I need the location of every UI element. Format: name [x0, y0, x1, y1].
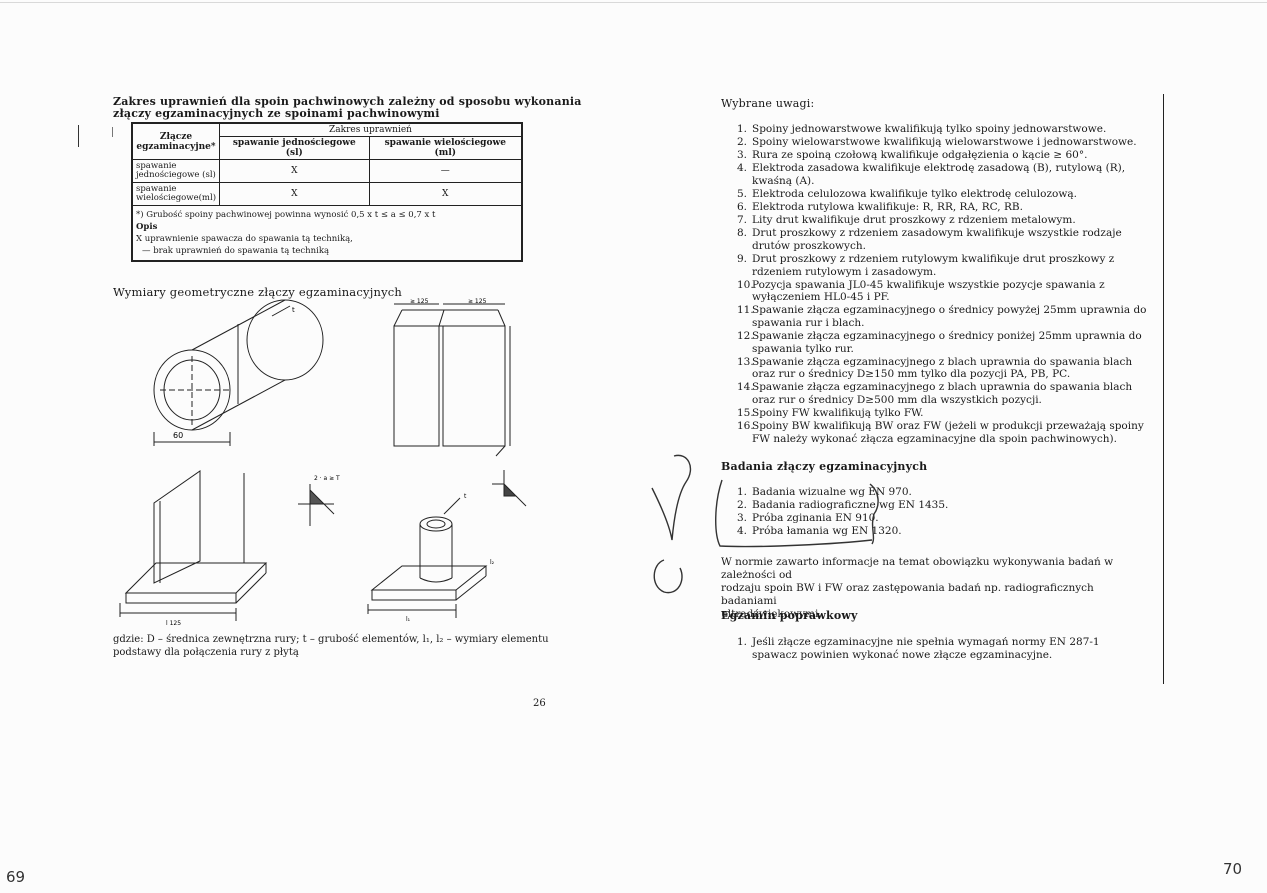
table-header-range: Zakres uprawnień: [219, 123, 522, 137]
legend-title: Opis: [136, 222, 158, 232]
list-item: 9.Drut proszkowy z rdzeniem rutylowym kw…: [737, 252, 1115, 278]
list-item: 13.Spawanie złącza egzaminacyjnego z bla…: [737, 355, 1133, 381]
list-item: 1.Badania wizualne wg EN 970.: [737, 486, 912, 498]
norm-paragraph: W normie zawarto informacje na temat obo…: [721, 556, 1151, 621]
pipe-plate-joint-figure: t l₁ l₂: [366, 493, 495, 623]
retake-list: 1.Jeśli złącze egzaminacyjne nie spełnia…: [737, 636, 1117, 662]
table-header-ml: spawanie wielościegowe (ml): [368, 136, 523, 160]
tests-heading: Badania złączy egzaminacyjnych: [721, 460, 928, 473]
list-item: 3.Próba zginania EN 910.: [737, 512, 879, 525]
remarks-list: 1.Spoiny jednowarstwowe kwalifikują tylk…: [737, 123, 1157, 446]
figure-caption: gdzie: D – średnica zewnętrzna rury; t –…: [113, 633, 549, 659]
list-item: 2.Badania radiograficzne wg EN 1435.: [737, 499, 949, 512]
list-item: 2.Spoiny wielowarstwowe kwalifikują wiel…: [737, 136, 1137, 149]
dim-label-l2: l₂: [490, 559, 495, 566]
dim-label-throat: 2 · a ≥ T: [314, 475, 340, 482]
list-item: 4.Elektroda zasadowa kwalifikuje elektro…: [737, 162, 1126, 187]
figures-heading: Wymiary geometryczne złączy egzaminacyjn…: [113, 285, 403, 299]
dim-label-l125: l 125: [166, 620, 181, 627]
cell-sl: X: [219, 159, 370, 183]
list-item: 14.Spawanie złącza egzaminacyjnego z bla…: [737, 381, 1133, 406]
table-row: spawanie jednościegowe (sl) X —: [131, 159, 523, 183]
row-label: spawanie wielościegowe(ml): [131, 182, 221, 206]
list-item: 12.Spawanie złącza egzaminacyjnego o śre…: [737, 330, 1142, 355]
weld-corner-sketch: [490, 466, 530, 510]
cell-ml: X: [368, 182, 523, 206]
list-item: 4.Próba łamania wg EN 1320.: [737, 525, 902, 538]
list-item: 1.Spoiny jednowarstwowe kwalifikują tylk…: [737, 123, 1107, 135]
scan-mark: [78, 125, 79, 147]
dim-label-l1: l₁: [406, 616, 411, 623]
left-heading-line2: złączy egzaminacyjnych ze spoinami pachw…: [113, 107, 440, 120]
legend-dash: — brak uprawnień do spawania tą techniką: [142, 246, 330, 256]
page-number: 26: [533, 698, 546, 709]
remarks-heading: Wybrane uwagi:: [721, 97, 815, 110]
page-right-border: [1163, 94, 1164, 684]
caption-line2: podstawy dla połączenia rury z płytą: [113, 647, 299, 658]
handwritten-annotation: [648, 448, 908, 596]
retake-heading: Egzamin poprawkowy: [721, 609, 858, 622]
caption-line1: gdzie: D – średnica zewnętrzna rury; t –…: [113, 634, 549, 645]
cell-ml: —: [368, 159, 523, 183]
left-heading-line1: Zakres uprawnień dla spoin pachwinowych …: [113, 95, 582, 108]
table-row: spawanie wielościegowe(ml) X X: [131, 182, 523, 206]
handwritten-page-number-left: 69: [6, 868, 26, 886]
dim-label-125a: ≥ 125: [410, 298, 429, 305]
fillet-detail-figure: 2 · a ≥ T: [294, 475, 340, 540]
plate-butt-joint-figure: ≥ 125 ≥ 125: [388, 298, 528, 458]
list-item: 3.Rura ze spoiną czołową kwalifikuje odg…: [737, 149, 1088, 162]
list-item: 1.Jeśli złącze egzaminacyjne nie spełnia…: [737, 636, 1100, 661]
list-item: 16.Spoiny BW kwalifikują BW oraz FW (jeż…: [737, 420, 1144, 445]
list-item: 15.Spoiny FW kwalifikują tylko FW.: [737, 407, 924, 420]
norm-paragraph-line1: W normie zawarto informacje na temat obo…: [721, 556, 1114, 581]
tests-list: 1.Badania wizualne wg EN 970. 2.Badania …: [737, 486, 1037, 538]
dim-label-125b: ≥ 125: [468, 298, 487, 305]
cell-sl: X: [219, 182, 370, 206]
dim-label-t2: t: [464, 493, 467, 500]
list-item: 11.Spawanie złącza egzaminacyjnego o śre…: [737, 304, 1147, 329]
dim-label-60: 60: [173, 431, 183, 440]
scan-top-edge: [0, 2, 1267, 3]
table-header-joint: Złącze egzaminacyjne*: [131, 123, 221, 160]
qualification-table: Złącze egzaminacyjne* Zakres uprawnień s…: [131, 122, 523, 262]
legend-x: X uprawnienie spawacza do spawania tą te…: [136, 234, 353, 244]
pipe-joint-figure: 60 t: [140, 296, 340, 456]
list-item: 6.Elektroda rutylowa kwalifikuje: R, RR,…: [737, 201, 1023, 214]
left-heading: Zakres uprawnień dla spoin pachwinowych …: [113, 96, 582, 120]
dim-label-t: t: [292, 306, 295, 314]
list-item: 8.Drut proszkowy z rdzeniem zasadowym kw…: [737, 227, 1122, 252]
scan-mark: [112, 127, 113, 137]
table-header-sl: spawanie jednościegowe (sl): [219, 136, 370, 160]
norm-paragraph-line2: rodzaju spoin BW i FW oraz zastępowania …: [721, 582, 1094, 607]
table-footnote: *) Grubość spoiny pachwinowej powinna wy…: [136, 210, 436, 220]
table-notes: *) Grubość spoiny pachwinowej powinna wy…: [132, 205, 522, 261]
row-label: spawanie jednościegowe (sl): [131, 159, 221, 183]
norm-paragraph-line3: ultradźwiękowymi.: [721, 608, 822, 620]
list-item: 7.Lity drut kwalifikuje drut proszkowy z…: [737, 214, 1076, 227]
list-item: 10.Pozycja spawania JL0-45 kwalifikuje w…: [737, 278, 1105, 304]
handwritten-page-number-right: 70: [1223, 860, 1243, 878]
fillet-t-joint-figure: l 125: [116, 463, 276, 627]
list-item: 5.Elektroda celulozowa kwalifikuje tylko…: [737, 187, 1077, 200]
